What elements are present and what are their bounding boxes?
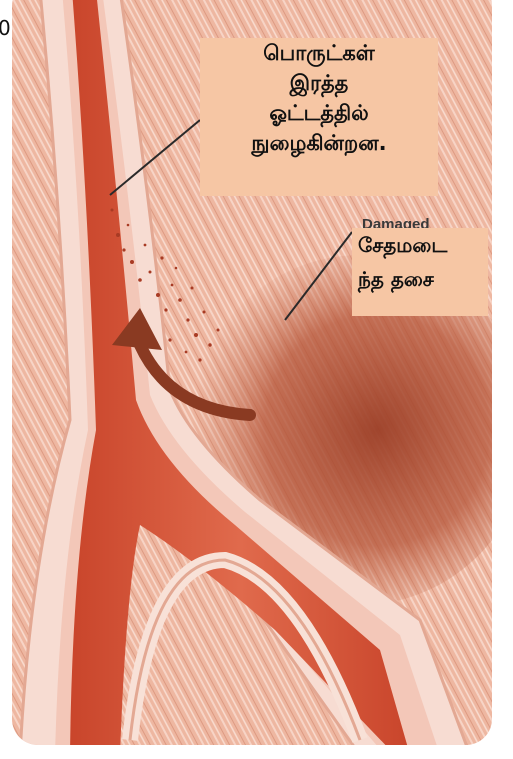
callout-damaged-muscle: சேதமடை ந்த தசை bbox=[352, 228, 488, 316]
callout-substances-enter-bloodstream: பொருட்கள் இரத்த ஓட்டத்தில் நுழைகின்றன. bbox=[200, 38, 438, 196]
callout-line: பொருட்கள் bbox=[200, 38, 438, 68]
callout-line: ந்த தசை bbox=[358, 262, 488, 296]
callout-line: இரத்த bbox=[200, 68, 438, 98]
callout-line: நுழைகின்றன. bbox=[200, 128, 438, 158]
callout-line: சேதமடை bbox=[358, 228, 488, 262]
callout-line: ஓட்டத்தில் bbox=[200, 98, 438, 128]
panel-label: 0 bbox=[0, 18, 11, 38]
